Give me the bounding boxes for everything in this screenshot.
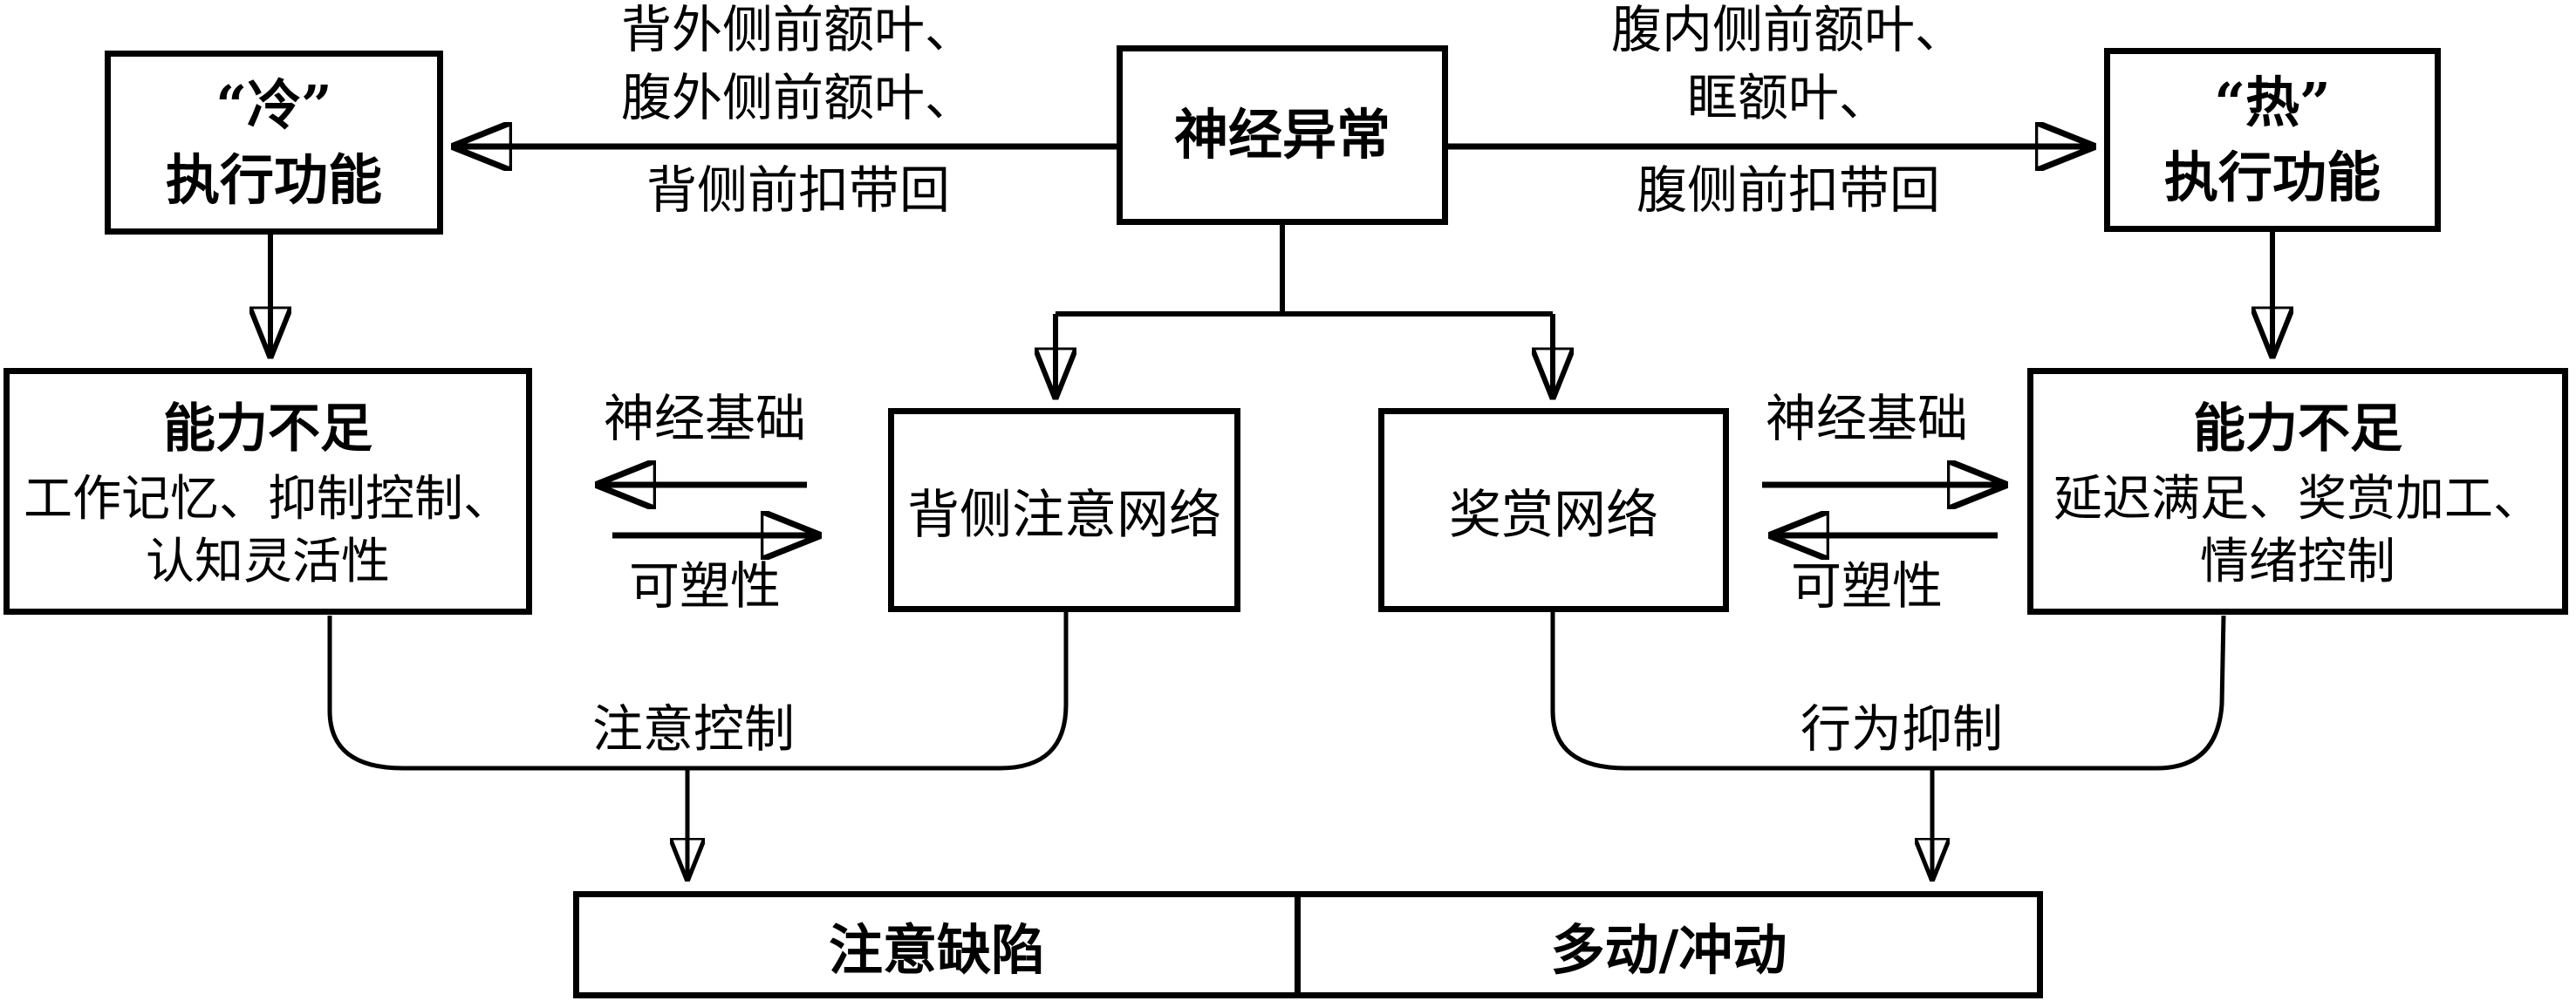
attention-deficit-label: 注意缺陷 <box>828 917 1045 982</box>
left-pathway-label-line1: 背外侧前额叶、 <box>620 0 975 59</box>
attention-control-label: 注意控制 <box>591 699 795 759</box>
hot-box-line2: 执行功能 <box>2163 145 2381 209</box>
dorsal-attention-network-label: 背侧注意网络 <box>907 484 1221 546</box>
hot-executive-function-box: “热” 执行功能 <box>2104 48 2441 232</box>
left-funnel-path <box>327 612 1069 771</box>
left-deficit-line3: 认知灵活性 <box>146 533 390 590</box>
outcome-divider <box>1295 897 1301 992</box>
right-deficit-line3: 情绪控制 <box>2200 533 2395 590</box>
right-pathway-label-line3: 腹侧前扣带回 <box>1636 160 1940 220</box>
right-ability-deficit-box: 能力不足 延迟满足、奖赏加工、 情绪控制 <box>2027 368 2568 615</box>
hot-box-line1: “热” <box>2214 70 2331 134</box>
right-neural-basis-label: 神经基础 <box>1765 389 1968 448</box>
behavior-inhibition-label: 行为抑制 <box>1800 699 2003 759</box>
outcome-cell-hyperactivity: 多动/冲动 <box>1301 897 2037 992</box>
left-neural-basis-label: 神经基础 <box>603 389 806 448</box>
left-deficit-title: 能力不足 <box>163 398 372 460</box>
neural-abnormality-box: 神经异常 <box>1117 45 1448 225</box>
left-deficit-line2: 工作记忆、抑制控制、 <box>24 470 512 528</box>
right-deficit-line2: 延迟满足、奖赏加工、 <box>2053 470 2542 528</box>
cold-executive-function-box: “冷” 执行功能 <box>105 51 443 235</box>
cold-box-line2: 执行功能 <box>165 147 382 212</box>
left-ability-deficit-box: 能力不足 工作记忆、抑制控制、 认知灵活性 <box>3 368 532 615</box>
reward-network-box: 奖赏网络 <box>1378 408 1729 612</box>
reward-network-label: 奖赏网络 <box>1449 484 1658 546</box>
right-plasticity-label: 可塑性 <box>1790 556 1943 616</box>
dorsal-attention-network-box: 背侧注意网络 <box>888 408 1240 612</box>
outcome-cell-attention-deficit: 注意缺陷 <box>579 897 1295 992</box>
neural-abnormality-label: 神经异常 <box>1173 103 1390 167</box>
right-pathway-label-line1: 腹内侧前额叶、 <box>1610 0 1965 59</box>
right-deficit-title: 能力不足 <box>2193 398 2402 460</box>
cold-box-line1: “冷” <box>215 72 332 137</box>
left-plasticity-label: 可塑性 <box>628 556 781 616</box>
hyperactivity-impulsivity-label: 多动/冲动 <box>1550 917 1787 982</box>
right-funnel-path <box>1550 612 2226 771</box>
outcome-box: 注意缺陷 多动/冲动 <box>573 891 2043 998</box>
left-pathway-label-line3: 背侧前扣带回 <box>646 160 950 220</box>
right-pathway-label-line2: 眶额叶、 <box>1686 68 1889 127</box>
left-pathway-label-line2: 腹外侧前额叶、 <box>620 68 975 127</box>
